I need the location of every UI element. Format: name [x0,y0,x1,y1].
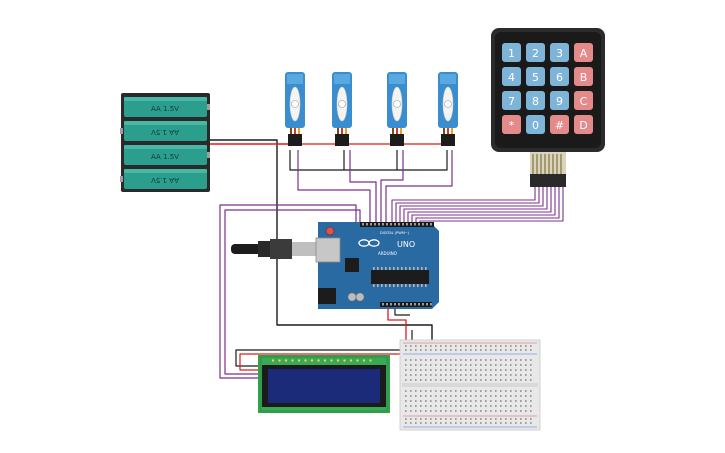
keypad-key-label: 2 [532,47,539,60]
battery-ground-wire [210,139,433,348]
lcd-16x2-display [258,355,390,413]
keypad: 1 2 3 A 4 5 6 B 7 8 9 C * 0 # D [491,28,605,187]
keypad-key-label: C [580,95,588,108]
keypad-key[interactable]: 1 [502,43,521,62]
keypad-key-label: 7 [508,95,515,108]
keypad-key-label: B [580,71,588,84]
keypad-key[interactable]: 9 [550,91,569,110]
keypad-key-label: 5 [532,71,539,84]
battery-pack: AA 1.5V AA 1.5V AA 1.5V AA 1.5V [120,93,210,192]
servo-ground-rail [289,150,448,171]
keypad-key[interactable]: 8 [526,91,545,110]
battery-cell-label: AA 1.5V [151,105,179,113]
servo-motor [332,72,352,146]
servo-signal-wire-1 [297,150,371,224]
keypad-key-label: 0 [532,119,539,132]
keypad-key[interactable]: 0 [526,115,545,134]
battery-cell-label: AA 1.5V [151,176,179,184]
keypad-key-label: 1 [508,47,515,60]
usb-cable [231,239,322,259]
battery-cell: AA 1.5V [124,145,210,165]
keypad-key[interactable]: 3 [550,43,569,62]
lcd-power-wire [239,353,420,371]
pin-header-label: DIGITAL (PWM~) [380,231,410,235]
lcd-data-wire-2 [224,209,361,375]
lcd-ground-wire [235,349,412,367]
arduino-uno-board: DIGITAL (PWM~) UNO ARDUINO [231,222,439,309]
battery-cell: AA 1.5V [124,97,210,117]
keypad-key-label: A [580,47,588,60]
servo-signal-wire-2 [349,150,377,224]
servo-signal-wire-4 [385,150,453,224]
keypad-key[interactable]: B [574,67,593,86]
keypad-key-label: D [579,119,587,132]
keypad-key-label: 6 [556,71,563,84]
keypad-key[interactable]: 2 [526,43,545,62]
keypad-connector [530,152,566,187]
keypad-key[interactable]: 7 [502,91,521,110]
battery-cell-label: AA 1.5V [151,153,179,161]
keypad-key[interactable]: 5 [526,67,545,86]
keypad-key[interactable]: * [502,115,521,134]
keypad-key-label: 9 [556,95,563,108]
battery-cell: AA 1.5V [120,121,207,141]
lcd-screen [268,369,380,403]
lcd-data-wire-1 [219,204,357,379]
arduino-model-label: UNO [397,240,415,249]
keypad-key-label: 8 [532,95,539,108]
arduino-logo-icon [358,239,380,247]
keypad-key[interactable]: A [574,43,593,62]
reset-button[interactable] [325,226,335,236]
keypad-key[interactable]: D [574,115,593,134]
keypad-key[interactable]: C [574,91,593,110]
keypad-key[interactable]: 6 [550,67,569,86]
keypad-key-label: 3 [556,47,563,60]
battery-cell-label: AA 1.5V [151,128,179,136]
keypad-key-label: # [555,119,564,132]
keypad-key[interactable]: 4 [502,67,521,86]
keypad-key-label: 4 [508,71,515,84]
keypad-key-label: * [509,119,515,132]
servo-motor [438,72,458,146]
battery-cell: AA 1.5V [120,169,207,189]
servo-motor [387,72,407,146]
servo-motor [285,72,305,146]
keypad-key[interactable]: # [550,115,569,134]
keypad-wires [391,187,564,224]
breadboard [399,339,541,431]
servo-group [285,72,458,146]
arduino-brand-label: ARDUINO [378,251,397,256]
servo-signal-wire-3 [380,150,404,224]
